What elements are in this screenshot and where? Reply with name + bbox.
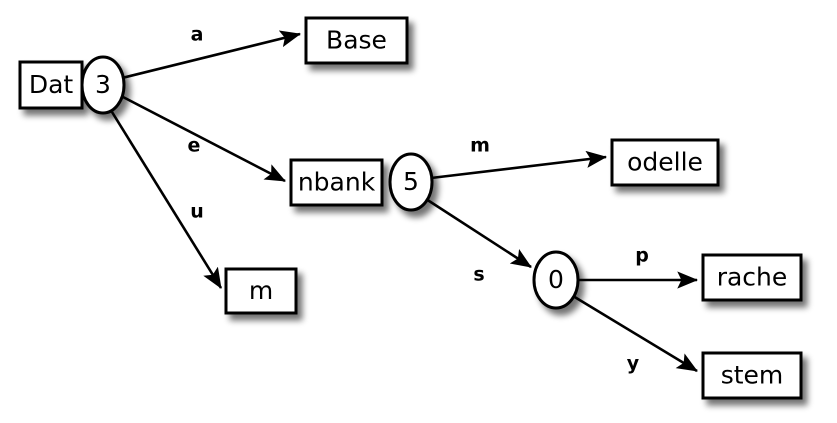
edge-label-u: u bbox=[190, 201, 204, 223]
node-label-stem: stem bbox=[721, 361, 784, 390]
edge-label-e: e bbox=[188, 135, 201, 157]
node-label-n0: 0 bbox=[548, 265, 564, 294]
node-shape-rect-m_box[interactable] bbox=[224, 267, 298, 315]
edge-label-s: s bbox=[473, 264, 484, 286]
nodes-layer: Dat 3 Base nbank 5 m odelle 0 rache stem bbox=[18, 16, 803, 400]
node-n0[interactable]: 0 bbox=[532, 250, 580, 310]
edge-line-m bbox=[430, 150, 608, 180]
edge-label-y: y bbox=[627, 353, 640, 375]
node-label-base: Base bbox=[326, 26, 387, 55]
node-shape-ellipse-n3[interactable] bbox=[80, 55, 126, 115]
node-shape-rect-stem[interactable] bbox=[701, 351, 803, 400]
edge-labels-layer: a e u m s p y bbox=[188, 24, 649, 375]
node-n5[interactable]: 5 bbox=[388, 152, 434, 212]
edge-m bbox=[430, 150, 608, 180]
edges-layer bbox=[110, 30, 699, 373]
node-rache[interactable]: rache bbox=[701, 253, 803, 302]
node-label-n5: 5 bbox=[403, 167, 419, 196]
edge-label-m: m bbox=[470, 135, 490, 157]
edge-a bbox=[121, 30, 302, 80]
edge-line-s bbox=[425, 197, 532, 269]
node-shape-ellipse-n0[interactable] bbox=[532, 250, 580, 310]
node-label-odelle: odelle bbox=[627, 148, 703, 177]
edge-line-a bbox=[121, 30, 302, 80]
node-shape-rect-nbank[interactable] bbox=[289, 158, 384, 207]
edge-label-p: p bbox=[635, 245, 649, 267]
node-n3[interactable]: 3 bbox=[80, 55, 126, 115]
node-label-rache: rache bbox=[717, 263, 788, 292]
node-m_box[interactable]: m bbox=[224, 267, 298, 315]
node-shape-rect-odelle[interactable] bbox=[610, 138, 720, 187]
node-shape-rect-base[interactable] bbox=[304, 16, 409, 65]
node-shape-rect-rache[interactable] bbox=[701, 253, 803, 302]
edge-line-u bbox=[110, 111, 223, 289]
edge-line-y bbox=[572, 294, 698, 373]
node-odelle[interactable]: odelle bbox=[610, 138, 720, 187]
edge-label-a: a bbox=[191, 24, 204, 46]
node-label-n3: 3 bbox=[95, 70, 111, 99]
node-dat[interactable]: Dat bbox=[18, 60, 84, 110]
node-stem[interactable]: stem bbox=[701, 351, 803, 400]
edge-e bbox=[122, 95, 286, 183]
edge-y bbox=[572, 294, 698, 373]
edge-u bbox=[110, 111, 223, 289]
edge-s bbox=[425, 197, 532, 269]
node-label-dat: Dat bbox=[29, 70, 74, 99]
node-base[interactable]: Base bbox=[304, 16, 409, 65]
node-label-nbank: nbank bbox=[298, 168, 376, 197]
edge-line-e bbox=[122, 95, 286, 183]
node-nbank[interactable]: nbank bbox=[289, 158, 384, 207]
node-shape-ellipse-n5[interactable] bbox=[388, 152, 434, 212]
node-label-m_box: m bbox=[249, 276, 273, 305]
node-shape-rect-dat[interactable] bbox=[18, 60, 84, 110]
